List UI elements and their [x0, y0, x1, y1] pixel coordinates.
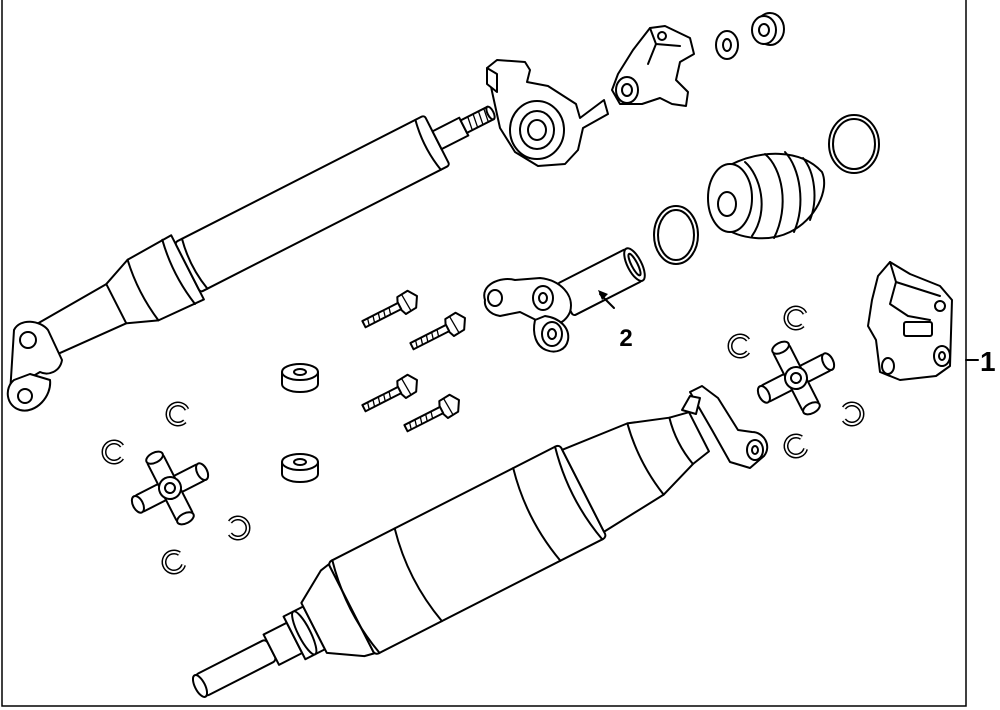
- snap-ring: [730, 336, 748, 356]
- bolt: [358, 287, 423, 335]
- snap-ring: [844, 404, 862, 424]
- bolt: [358, 371, 423, 419]
- front-driveshaft: [6, 105, 496, 412]
- mount-bushing: [281, 363, 319, 393]
- rear-driveshaft: [191, 385, 769, 698]
- snap-ring: [166, 402, 187, 425]
- washer: [715, 30, 739, 60]
- snap-ring: [784, 306, 805, 329]
- diagram-frame: [1, 0, 967, 707]
- clamp-ring-small: [653, 205, 699, 265]
- snap-ring: [161, 550, 185, 575]
- center-support-bearing: [486, 59, 609, 167]
- universal-joint-left: [114, 433, 226, 543]
- callout-1: 1: [965, 346, 996, 377]
- nut: [751, 12, 785, 46]
- bolt: [400, 391, 465, 439]
- universal-joint-right: [740, 323, 852, 433]
- bolt: [406, 309, 471, 357]
- flange-yoke: [611, 25, 695, 107]
- snap-ring: [104, 442, 122, 462]
- mount-bushing: [281, 453, 319, 483]
- callout-label-1: 1: [980, 346, 996, 377]
- callout-label-2: 2: [619, 325, 632, 352]
- dust-boot: [707, 151, 826, 240]
- snap-ring: [783, 434, 807, 459]
- slip-yoke: [483, 247, 646, 353]
- snap-ring: [230, 518, 248, 538]
- clamp-ring-large: [828, 114, 880, 174]
- companion-flange: [867, 261, 953, 381]
- callout-2: 2: [598, 290, 633, 352]
